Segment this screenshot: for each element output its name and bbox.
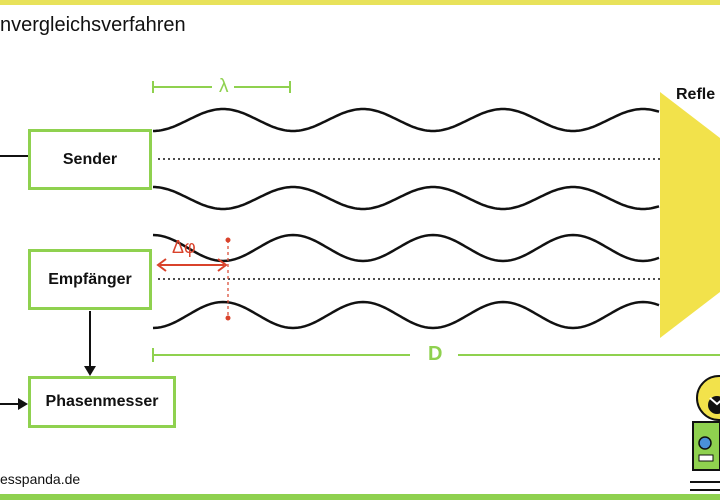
sender-wave-upper bbox=[153, 107, 660, 133]
reflector-prism bbox=[660, 92, 720, 338]
wavelength-label: λ bbox=[216, 76, 232, 98]
footer-source: esspanda.de bbox=[0, 471, 81, 487]
phase-shift-label: Δφ bbox=[172, 237, 196, 257]
distance-marker bbox=[152, 348, 720, 362]
sender-wave-lower bbox=[153, 185, 660, 211]
receiver-box: Empfänger bbox=[28, 249, 152, 310]
phase-meter-box: Phasenmesser bbox=[28, 376, 176, 428]
receiver-wave-lower bbox=[152, 300, 660, 330]
top-accent-bar bbox=[0, 0, 720, 5]
wavelength-marker bbox=[152, 81, 291, 93]
receiver-wave-upper bbox=[152, 233, 660, 263]
bottom-accent-bar bbox=[0, 494, 720, 500]
distance-label: D bbox=[422, 343, 449, 366]
surveying-instrument-icon bbox=[690, 375, 720, 491]
signal-connectors bbox=[0, 155, 96, 410]
reflector-label: Refle bbox=[676, 86, 716, 103]
page-title: nvergleichsverfahren bbox=[0, 14, 186, 36]
phase-shift-marker bbox=[156, 237, 231, 321]
sender-box: Sender bbox=[28, 129, 152, 190]
